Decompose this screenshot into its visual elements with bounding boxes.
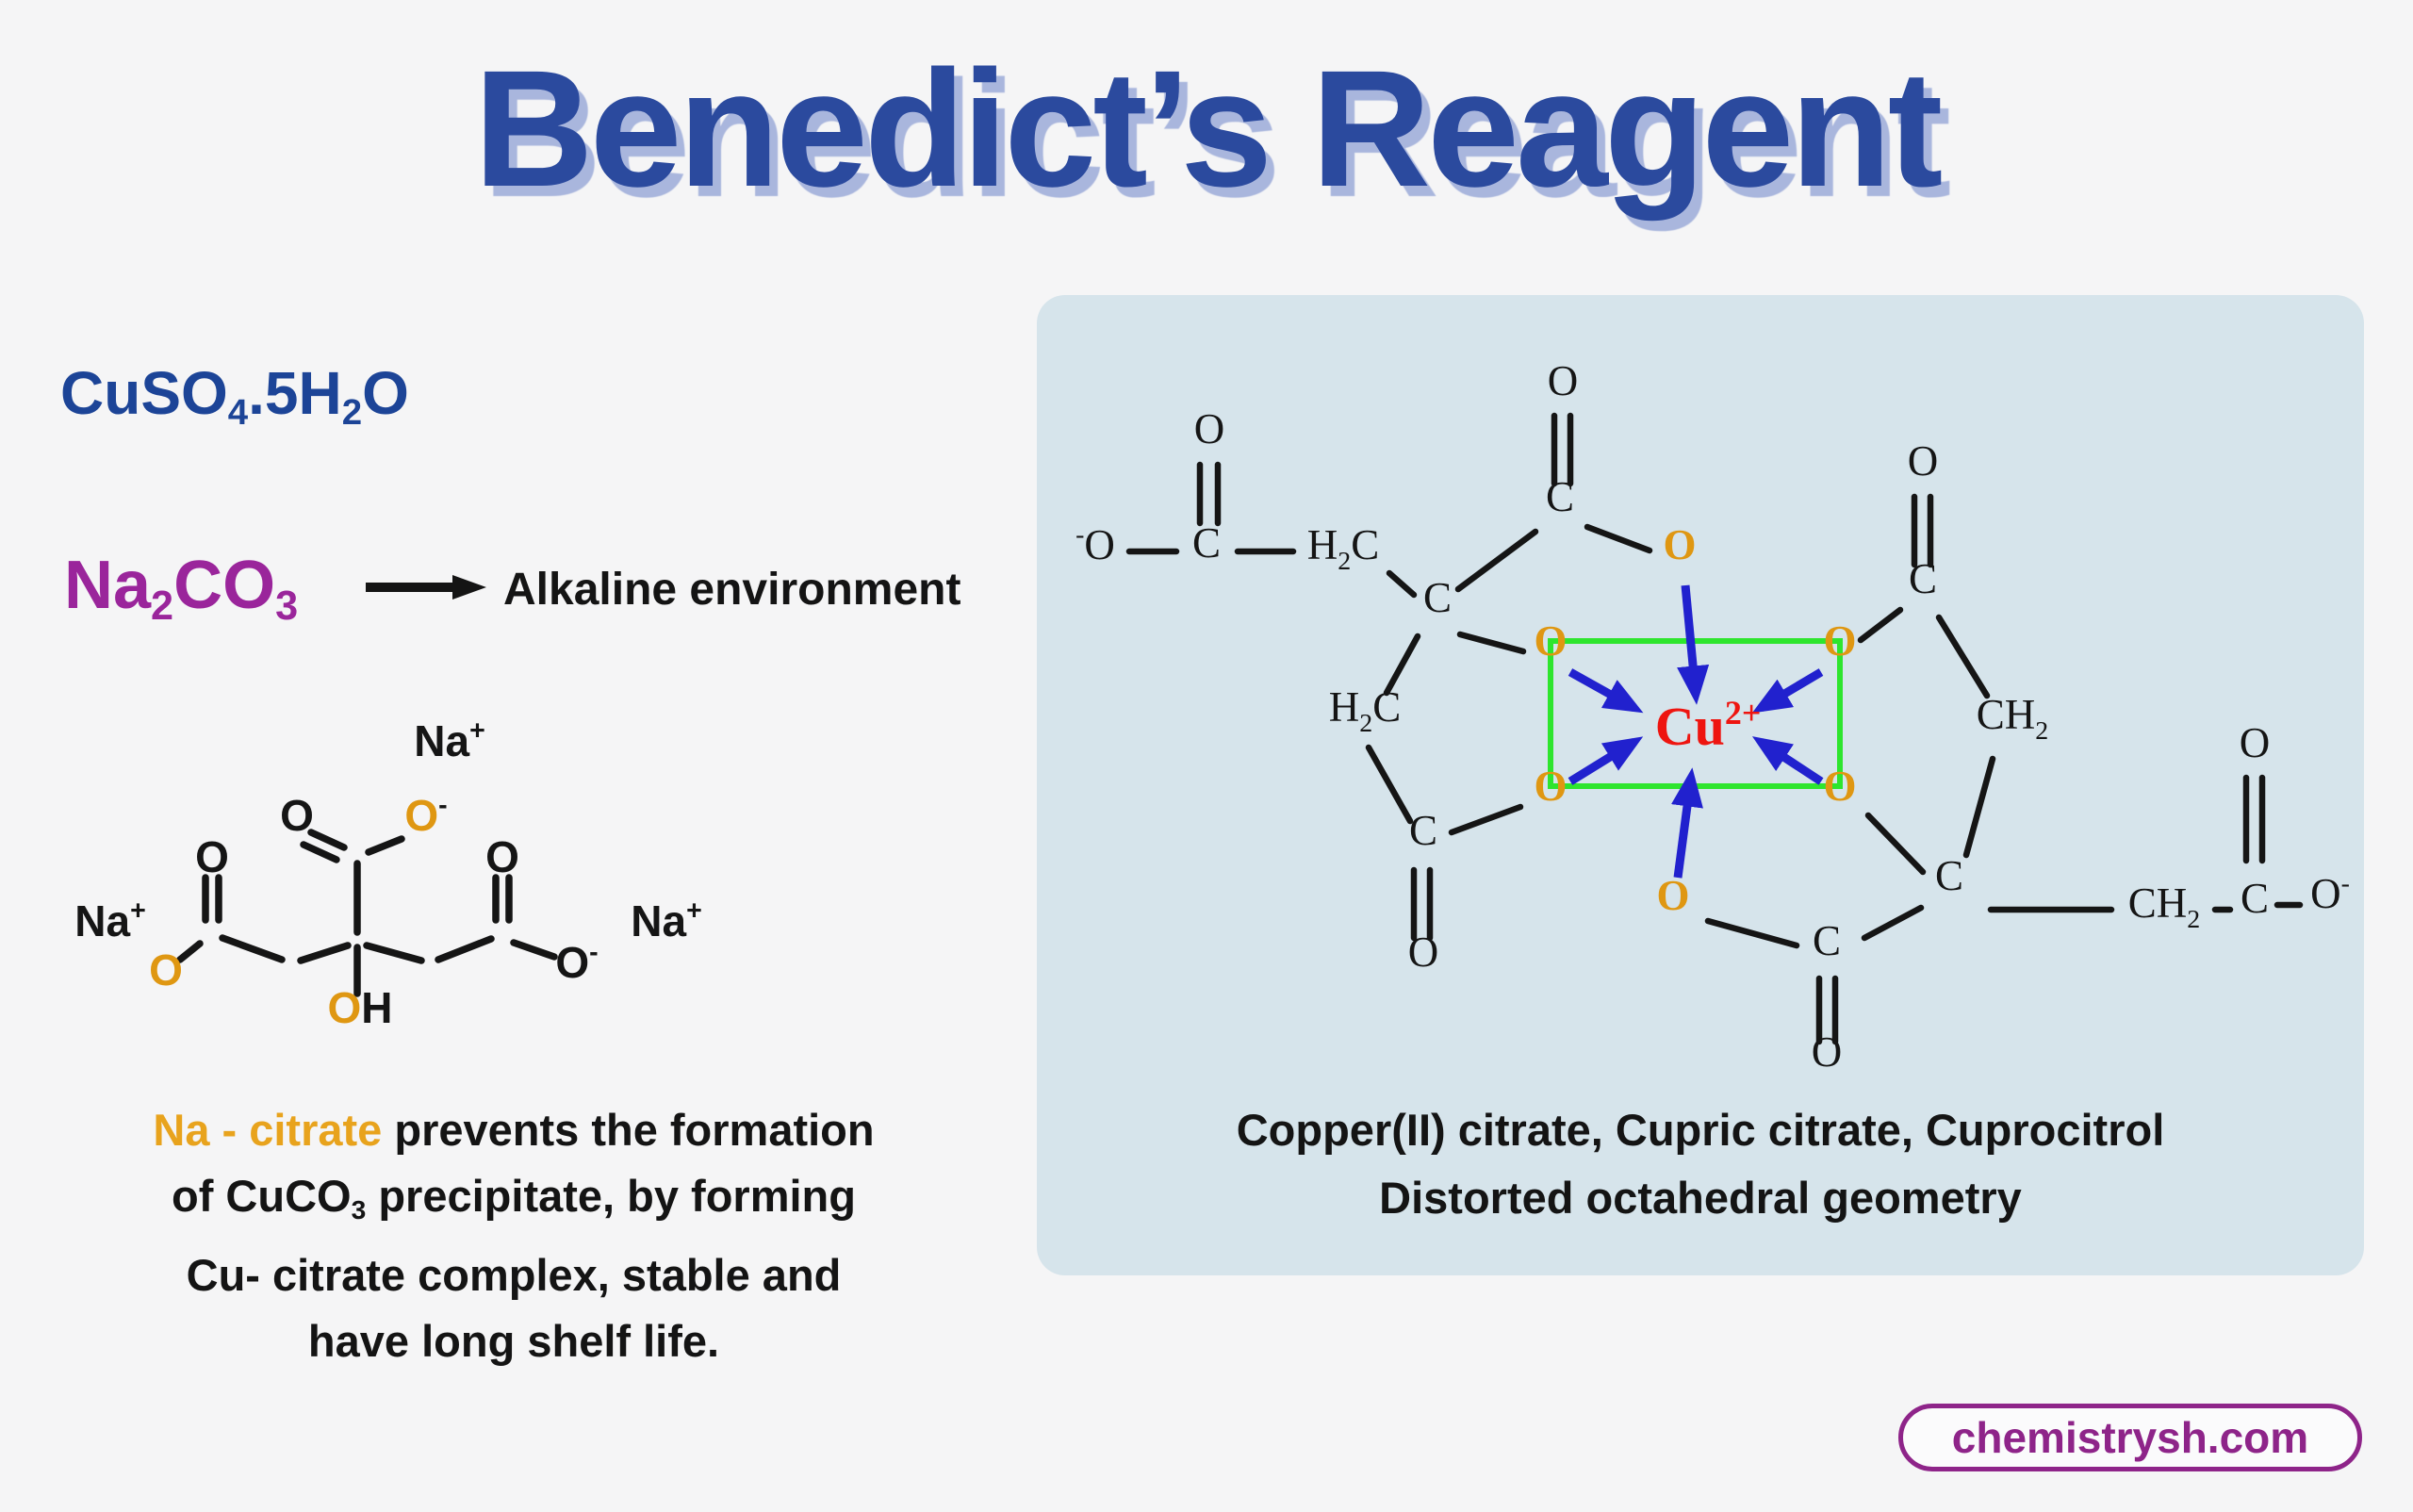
atom-o-neg-chain: O- <box>2310 869 2350 917</box>
note-line-2: of CuCO3 precipitate, by forming <box>52 1163 976 1242</box>
bond <box>363 942 425 964</box>
cuso4-subscript: 2 <box>341 391 363 433</box>
bond <box>1857 606 1904 644</box>
na2co3-subscript: 2 <box>151 583 174 630</box>
cuso4-subscript: 4 <box>227 391 249 433</box>
page-title: Benedict’s Reagent <box>473 37 1944 222</box>
bond <box>1584 523 1653 554</box>
atom-c-central-right: C <box>1935 852 1963 899</box>
atom-o-dbl-right: O <box>485 832 519 881</box>
note-highlight: Na - citrate <box>153 1105 383 1155</box>
atom-na-top: Na+ <box>414 716 484 765</box>
cuso4-formula: CuSO4.5H2O <box>60 358 409 434</box>
arrow-head <box>452 575 486 600</box>
note-text: prevents the formation <box>382 1105 875 1155</box>
bond <box>1861 904 1925 942</box>
atom-c-carb-4: C <box>1813 917 1841 964</box>
bond <box>219 934 286 963</box>
website-badge: chemistrysh.com <box>1898 1404 2362 1471</box>
donation-arrow <box>1568 736 1644 785</box>
atom-c-carb-2: C <box>1409 807 1437 854</box>
atom-o-corner-tl: O <box>1534 617 1567 665</box>
bond <box>297 942 352 964</box>
bond <box>1935 614 1991 699</box>
bond <box>176 940 204 963</box>
bond <box>510 939 558 961</box>
note-line-1: Na - citrate prevents the formation <box>52 1097 976 1163</box>
atom-o-top: O <box>1663 521 1696 568</box>
bond <box>1456 631 1527 655</box>
bond <box>1864 812 1927 876</box>
cuso4-part: O <box>362 359 409 427</box>
note-text: precipitate, by forming <box>366 1171 856 1221</box>
caption-line-2: Distorted octahedral geometry <box>1379 1173 2022 1223</box>
atom-o-neg-right: O- <box>555 938 598 987</box>
bond <box>1962 755 1996 859</box>
atom-o-left: O <box>149 945 183 994</box>
bond <box>1365 744 1414 825</box>
atom-h2c-2: H2C <box>1329 683 1401 738</box>
atom-c-carb-3: C <box>1909 555 1937 602</box>
atom-o-dbl-2: O <box>1548 357 1579 404</box>
atom-c-chain: C <box>2241 875 2269 922</box>
note-line-4: have long shelf life. <box>307 1315 720 1366</box>
panel-caption: Copper(II) citrate, Cupric citrate, Cupr… <box>1037 1096 2364 1232</box>
atom-o-dbl-3: O <box>1408 929 1439 976</box>
na2co3-subscript: 3 <box>275 583 299 630</box>
atom-na-left: Na+ <box>74 896 145 945</box>
alkaline-environment-label: Alkaline environment <box>503 565 961 615</box>
na2co3-formula: Na2CO3 <box>64 547 298 630</box>
donation-arrow <box>1677 584 1710 705</box>
atom-ch2-a: CH2 <box>1977 691 2048 746</box>
atom-o-dbl-6: O <box>1812 1028 1843 1076</box>
donation-arrow <box>1568 668 1644 714</box>
atom-o-dbl-top: O <box>280 791 314 840</box>
na2co3-part: Na <box>64 548 152 623</box>
atom-oh: OH <box>327 983 392 1032</box>
atom-h2c-1: H2C <box>1307 521 1379 576</box>
atom-o-dbl-4: O <box>1908 437 1939 485</box>
bond <box>1383 633 1421 697</box>
note-line-3: Cu- citrate complex, stable and <box>186 1249 842 1300</box>
atom-na-right: Na+ <box>631 896 701 945</box>
na2co3-part: CO <box>173 548 276 623</box>
atom-o-neg-left: -O <box>1075 520 1115 568</box>
donation-arrow <box>1751 736 1824 785</box>
atom-o-corner-tr: O <box>1823 617 1856 665</box>
atom-o-corner-br: O <box>1823 763 1856 810</box>
atom-c-1: C <box>1192 519 1221 567</box>
atom-cu: Cu2+ <box>1655 694 1762 757</box>
atom-o-corner-bl: O <box>1534 763 1567 810</box>
bond <box>365 835 405 856</box>
right-arrow-icon <box>366 575 486 600</box>
atom-c-central-left: C <box>1423 574 1452 621</box>
donation-arrow <box>1671 767 1703 879</box>
note-text: of CuCO <box>172 1171 352 1221</box>
donation-arrow <box>1751 668 1824 714</box>
caption-line-1: Copper(II) citrate, Cupric citrate, Cupr… <box>1236 1105 2165 1155</box>
atom-ch2-b: CH2 <box>2128 879 2200 934</box>
atom-o-bottom: O <box>1656 872 1689 919</box>
bond <box>1704 917 1800 949</box>
cuso4-part: CuSO <box>60 359 228 427</box>
citrate-note: Na - citrate prevents the formation of C… <box>52 1097 976 1374</box>
atom-c-carb-1: C <box>1546 473 1574 520</box>
bond <box>1454 528 1539 593</box>
cuso4-part: .5H <box>248 359 342 427</box>
bond <box>1386 569 1418 599</box>
bond <box>435 935 495 963</box>
bond <box>307 829 348 851</box>
atom-o-dbl-5: O <box>2240 719 2271 766</box>
note-subscript: 3 <box>351 1193 367 1224</box>
bond <box>300 841 340 863</box>
bond <box>1448 803 1524 836</box>
atom-o-dbl-left: O <box>195 832 229 881</box>
atom-o-neg-top: O- <box>404 791 447 840</box>
atom-o-dbl-1: O <box>1194 405 1225 452</box>
